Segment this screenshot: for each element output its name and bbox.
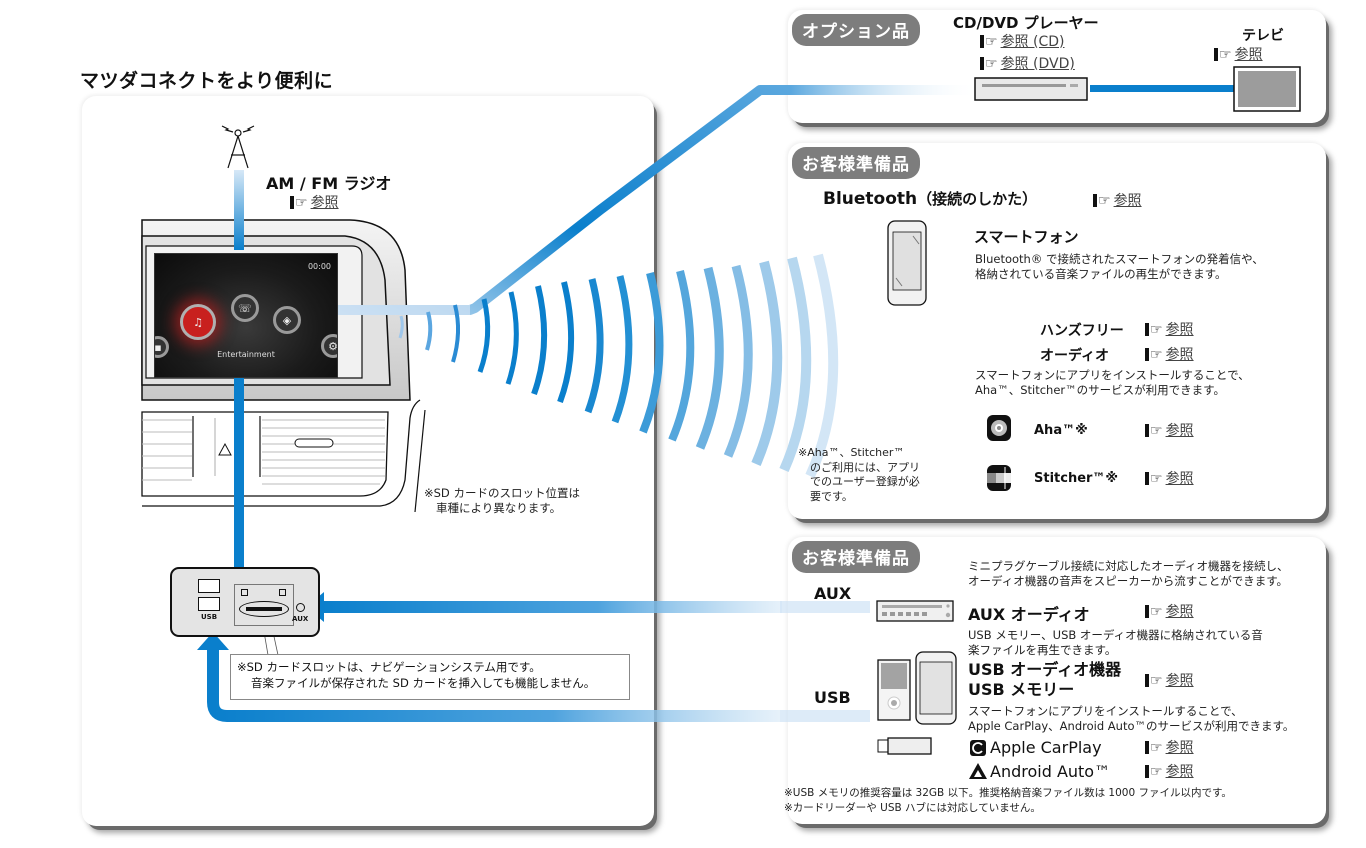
apps-description: スマートフォンにアプリをインストールすることで、 Aha™、Stitcher™の… (975, 368, 1250, 397)
usb-port-label: USB (201, 613, 218, 621)
usb-port-2 (198, 597, 220, 611)
screen-caption: Entertainment (217, 350, 275, 359)
usb-notes: ※USB メモリの推奨容量は 32GB 以下。推奨格納音楽ファイル数は 1000… (784, 787, 1232, 814)
usb-aux-hub: USB AUX (170, 567, 320, 637)
pointing-hand-icon: ☞ (290, 195, 308, 211)
pointing-hand-icon: ☞ (1145, 604, 1163, 620)
usb-memory-label: USB メモリー (968, 680, 1075, 699)
usb-ref-link[interactable]: ☞参照 (1145, 670, 1194, 690)
main-panel (82, 96, 654, 826)
pointing-hand-icon: ☞ (1145, 471, 1163, 487)
aux-description: ミニプラグケーブル接続に対応したオーディオ機器を接続し、 オーディオ機器の音声を… (968, 559, 1289, 588)
usb-aux-badge: お客様準備品 (792, 541, 920, 573)
screen-clock: 00:00 (307, 262, 331, 271)
android-auto-ref-link[interactable]: ☞参照 (1145, 761, 1194, 781)
handsfree-label: ハンズフリー (1040, 323, 1124, 339)
android-auto-label: Android Auto™ (990, 762, 1111, 781)
option-badge: オプション品 (792, 14, 920, 46)
apple-carplay-label: Apple CarPlay (990, 738, 1102, 757)
aux-jack (296, 603, 305, 612)
stitcher-ref-link[interactable]: ☞参照 (1145, 468, 1194, 488)
bluetooth-panel (788, 143, 1326, 519)
pointing-hand-icon: ☞ (1145, 764, 1163, 780)
cd-ref-link[interactable]: ☞参照 (CD) (980, 31, 1065, 51)
audio-ref-link[interactable]: ☞参照 (1145, 344, 1194, 364)
cd-dvd-title: CD/DVD プレーヤー (953, 14, 1099, 32)
radio-ref-link[interactable]: ☞参照 (290, 192, 339, 212)
page-title: マツダコネクトをより便利に (80, 70, 334, 92)
screen-app-left-icon: ▪ (155, 336, 169, 358)
navigation-app-icon: ◈ (273, 306, 301, 334)
usb-items: USB オーディオ機器 USB メモリー (968, 660, 1121, 700)
stitcher-label: Stitcher™※ (1034, 471, 1119, 486)
usb-port-1 (198, 579, 220, 593)
smartphone-description: Bluetooth® で接続されたスマートフォンの発着信や、 格納されている音楽… (975, 252, 1264, 281)
pointing-hand-icon: ☞ (1145, 673, 1163, 689)
settings-app-icon: ⚙ (321, 334, 337, 358)
bluetooth-badge: お客様準備品 (792, 147, 920, 179)
pointing-hand-icon: ☞ (1145, 347, 1163, 363)
pointing-hand-icon: ☞ (1145, 423, 1163, 439)
aha-label: Aha™※ (1034, 423, 1088, 438)
aux-jack-label: AUX (292, 615, 309, 623)
pointing-hand-icon: ☞ (1214, 47, 1232, 63)
tv-title: テレビ (1242, 28, 1284, 44)
aux-label: AUX (814, 584, 852, 603)
usb-audio-device-label: USB オーディオ機器 (968, 660, 1122, 679)
carplay-android-description: スマートフォンにアプリをインストールすることで、 Apple CarPlay、A… (968, 704, 1295, 733)
bluetooth-heading: Bluetooth（接続のしかた） (823, 189, 1038, 209)
aux-audio-ref-link[interactable]: ☞参照 (1145, 601, 1194, 621)
phone-app-icon: ☏ (231, 294, 259, 322)
aha-ref-link[interactable]: ☞参照 (1145, 420, 1194, 440)
apps-registration-note: ※Aha™、Stitcher™ のご利用には、アプリ でのユーザー登録が必 要で… (798, 446, 920, 503)
audio-label: オーディオ (1040, 348, 1110, 364)
pointing-hand-icon: ☞ (980, 56, 998, 72)
handsfree-ref-link[interactable]: ☞参照 (1145, 319, 1194, 339)
sd-slot-position-note: ※SD カードのスロット位置は 車種により異なります。 (424, 486, 580, 515)
sd-card-note: ※SD カードスロットは、ナビゲーションシステム用です。 音楽ファイルが保存され… (230, 654, 630, 700)
aux-audio-label: AUX オーディオ (968, 605, 1090, 624)
bluetooth-ref-link[interactable]: ☞参照 (1093, 190, 1142, 210)
radio-label: AM / FM ラジオ (266, 174, 392, 193)
pointing-hand-icon: ☞ (1093, 193, 1111, 209)
head-unit-screen: 00:00 ▪ ♫ ☏ ◈ ⚙ Entertainment (154, 253, 338, 378)
apple-carplay-ref-link[interactable]: ☞参照 (1145, 737, 1194, 757)
smartphone-title: スマートフォン (974, 228, 1079, 246)
usb-label: USB (814, 688, 851, 707)
pointing-hand-icon: ☞ (1145, 322, 1163, 338)
dvd-ref-link[interactable]: ☞参照 (DVD) (980, 53, 1075, 73)
usb-description: USB メモリー、USB オーディオ機器に格納されている音 楽ファイルを再生でき… (968, 628, 1263, 657)
pointing-hand-icon: ☞ (1145, 740, 1163, 756)
pointing-hand-icon: ☞ (980, 34, 998, 50)
sd-card-slot (234, 584, 294, 626)
music-app-icon: ♫ (180, 304, 216, 340)
tv-ref-link[interactable]: ☞参照 (1214, 44, 1263, 64)
